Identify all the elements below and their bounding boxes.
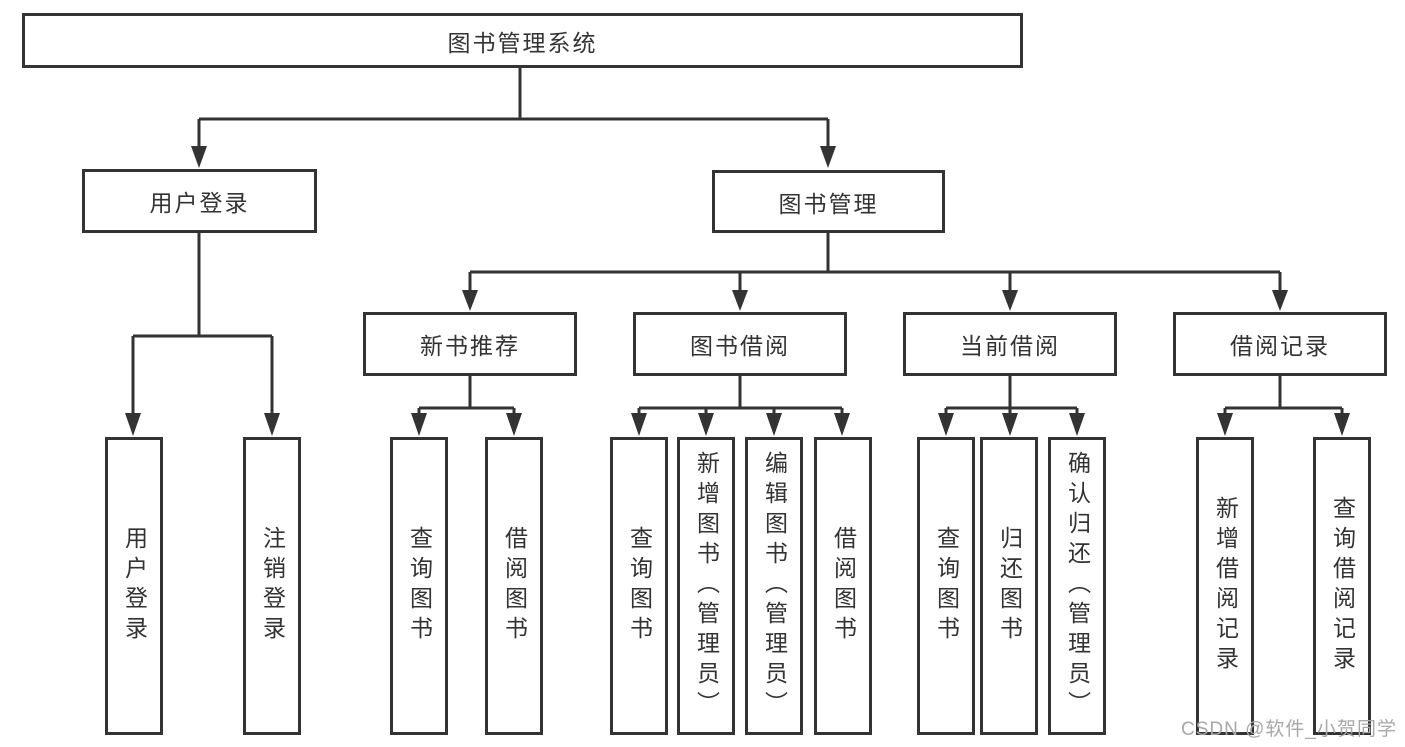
connector-path [131, 68, 1344, 417]
node-label: 新增借阅记录 [1212, 496, 1239, 676]
node-label: 当前借阅 [960, 333, 1060, 359]
arrowhead-icon [1217, 413, 1233, 436]
node-label: 用户登录 [121, 526, 148, 646]
csdn-watermark: CSDN @软件_小贺同学 [1181, 719, 1397, 740]
connector-stems [131, 68, 1344, 417]
node-label: 注销登录 [259, 526, 286, 646]
node-label: 查询图书 [626, 526, 653, 646]
node-label: 图书管理 [778, 190, 879, 217]
arrowhead-icon [1002, 413, 1018, 436]
node-label: 归还图书 [996, 526, 1023, 646]
arrowhead-icon [698, 413, 714, 436]
leaf-query-books: 查询图书 [917, 437, 975, 735]
arrowhead-icon [462, 290, 478, 311]
leaf-query-books: 查询图书 [610, 437, 668, 735]
leaf-user-login: 用户登录 [105, 437, 163, 735]
arrowhead-icon [506, 413, 522, 436]
leaf-logout: 注销登录 [243, 437, 301, 735]
arrowhead-icon [264, 413, 280, 436]
arrowhead-icon [411, 413, 427, 436]
node-label: 查询图书 [406, 526, 433, 646]
node-library-system: 图书管理系统 [22, 13, 1023, 68]
arrowhead-icon [1069, 413, 1085, 436]
arrowheads [125, 146, 1350, 436]
node-label: 新增图书（管理员） [693, 451, 720, 721]
leaf-borrow-books: 借阅图书 [814, 437, 872, 735]
leaf-query-borrow-record: 查询借阅记录 [1313, 437, 1371, 735]
node-label: 编辑图书（管理员） [761, 451, 788, 721]
leaf-return-books: 归还图书 [980, 437, 1038, 735]
node-label: 图书管理系统 [447, 29, 598, 56]
node-label: 确认归还（管理员） [1064, 451, 1091, 721]
node-book-borrow: 图书借阅 [633, 312, 847, 376]
arrowhead-icon [1272, 290, 1288, 311]
arrowhead-icon [125, 413, 141, 436]
node-current-borrow: 当前借阅 [903, 312, 1117, 376]
node-new-book-recommend: 新书推荐 [363, 312, 577, 376]
node-label: 借阅记录 [1230, 333, 1330, 359]
arrowhead-icon [766, 413, 782, 436]
node-label: 图书借阅 [690, 333, 790, 359]
node-label: 查询借阅记录 [1329, 496, 1356, 676]
leaf-add-books-admin: 新增图书（管理员） [677, 437, 735, 735]
arrowhead-icon [631, 413, 647, 436]
leaf-query-books: 查询图书 [390, 437, 448, 735]
node-label: 借阅图书 [830, 526, 857, 646]
leaf-edit-books-admin: 编辑图书（管理员） [745, 437, 803, 735]
node-label: 新书推荐 [420, 333, 520, 359]
arrowhead-icon [191, 146, 207, 168]
node-label: 借阅图书 [501, 526, 528, 646]
arrowhead-icon [1334, 413, 1350, 436]
leaf-confirm-return-admin: 确认归还（管理员） [1048, 437, 1106, 735]
node-borrow-records: 借阅记录 [1173, 312, 1387, 376]
arrowhead-icon [732, 290, 748, 311]
arrowhead-icon [1002, 290, 1018, 311]
node-book-management: 图书管理 [712, 170, 945, 233]
arrowhead-icon [820, 146, 836, 168]
leaf-borrow-books: 借阅图书 [485, 437, 543, 735]
leaf-add-borrow-record: 新增借阅记录 [1196, 437, 1254, 735]
arrowhead-icon [938, 413, 954, 436]
arrowhead-icon [834, 413, 850, 436]
node-label: 用户登录 [149, 190, 250, 216]
node-user-login: 用户登录 [82, 169, 317, 233]
node-label: 查询图书 [933, 526, 960, 646]
